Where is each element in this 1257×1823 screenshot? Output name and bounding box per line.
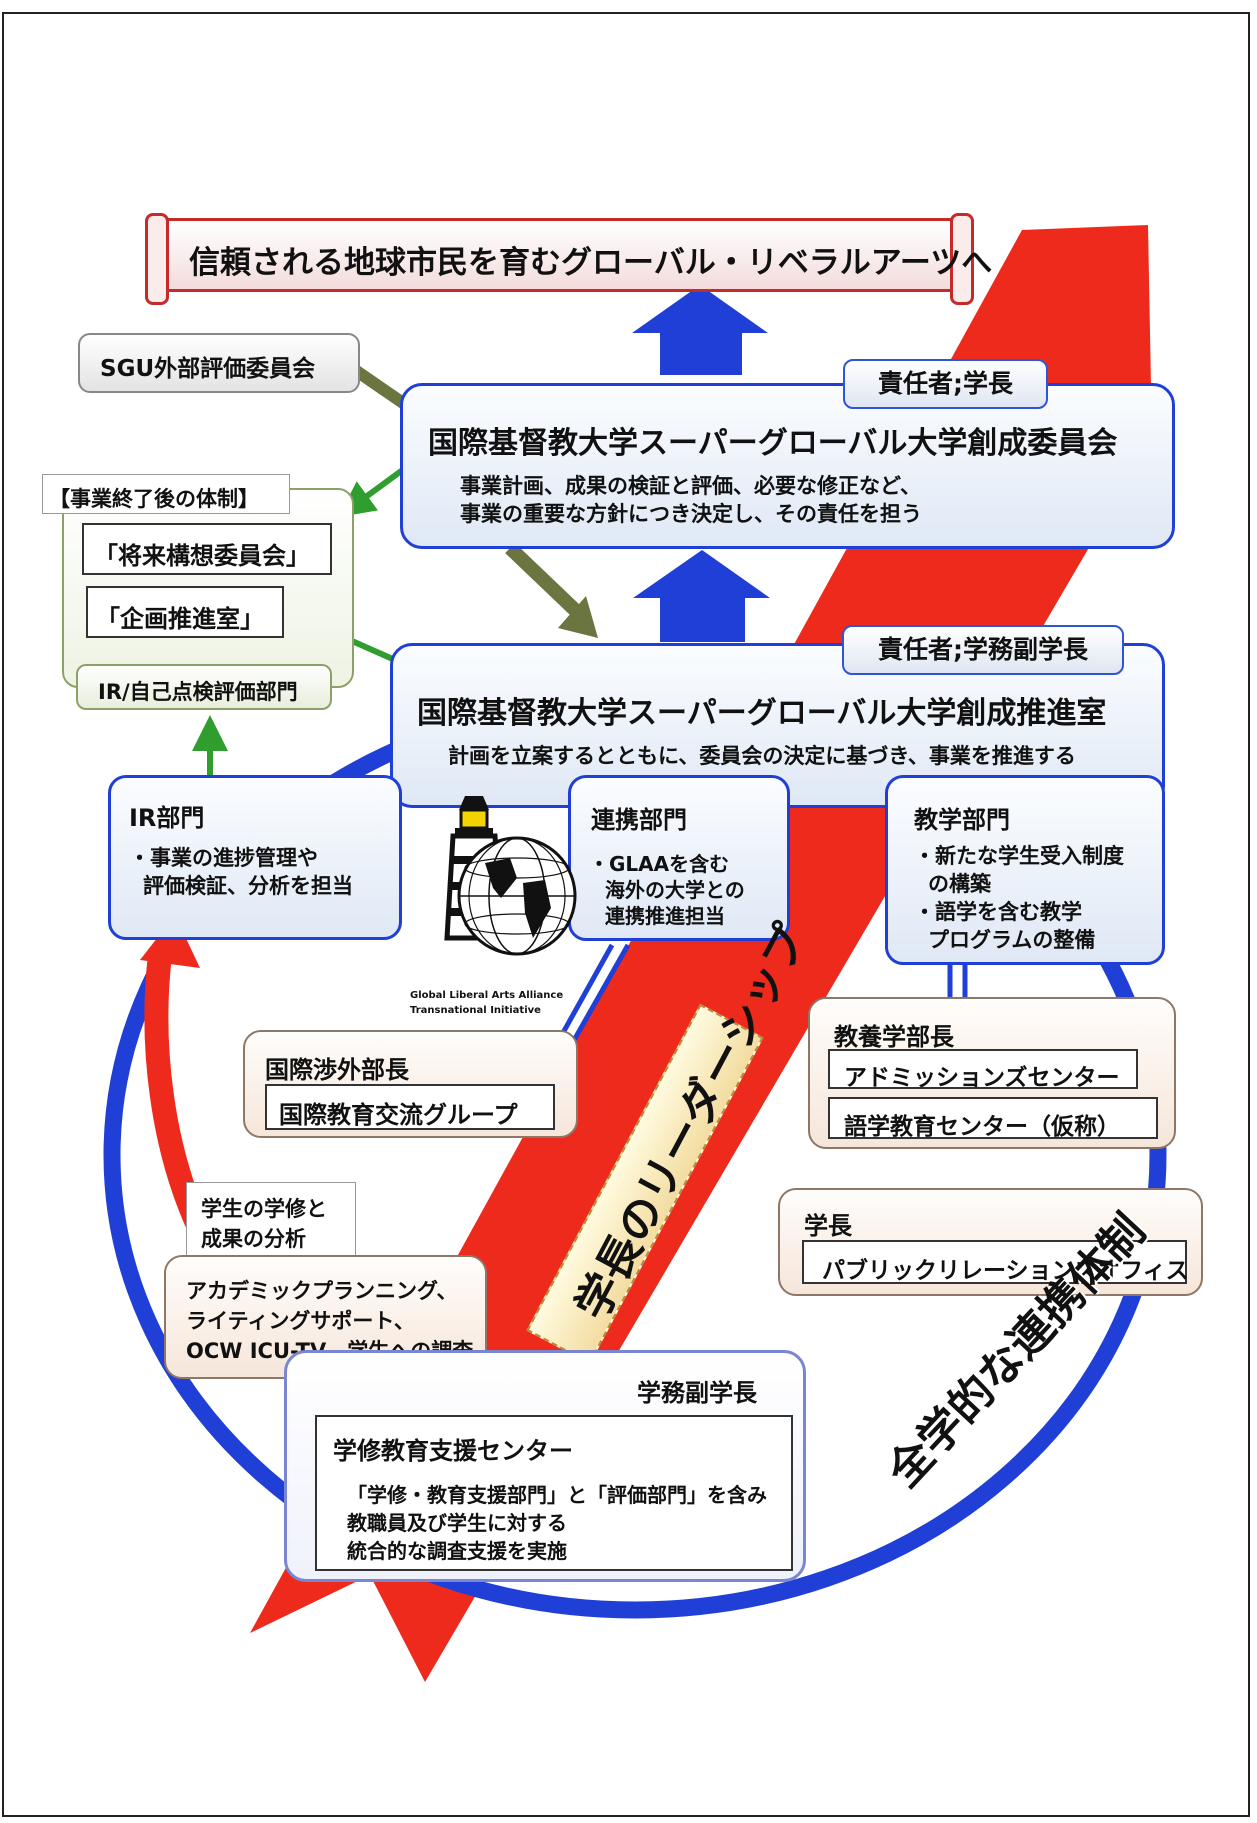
committee-desc2: 事業の重要な方針につき決定し、その責任を担う (460, 502, 922, 526)
admissions-center: アドミッションズセンター (828, 1049, 1138, 1091)
glaa-text2: Transnational Initiative (410, 1005, 541, 1016)
page-frame (2, 12, 1250, 1817)
glaa-logo (444, 796, 577, 956)
banner-text: 信頼される地球市民を育むグローバル・リベラルアーツへ (189, 245, 993, 281)
office-title: 国際基督教大学スーパーグローバル大学創成推進室 (417, 696, 1107, 731)
committee-desc1: 事業計画、成果の検証と評価、必要な修正など、 (460, 474, 921, 498)
intl-dean-title: 国際渉外部長 (265, 1056, 409, 1084)
up-arrow-top (632, 285, 768, 375)
president-title: 学長 (804, 1212, 852, 1240)
up-arrow-middle (633, 550, 770, 642)
committee-title: 国際基督教大学スーパーグローバル大学創成委員会 (428, 426, 1118, 461)
banner-scroll: 信頼される地球市民を育むグローバル・リベラルアーツへ (145, 213, 992, 305)
committee-responsible: 責任者;学長 (843, 359, 1048, 409)
sgu-committee-label: SGU外部評価委員会 (100, 356, 316, 382)
future-plan-committee: 「将来構想委員会」 (82, 523, 332, 575)
green-arrow-committee (338, 463, 410, 518)
vice-president-title: 学務副学長 (637, 1379, 757, 1407)
planning-office: 「企画推進室」 (86, 586, 284, 638)
committee-office-head (558, 596, 598, 638)
committee-box: 国際基督教大学スーパーグローバル大学創成委員会 事業計画、成果の検証と評価、必要… (400, 383, 1175, 549)
support-center-title: 学修教育支援センター (333, 1437, 573, 1465)
liberal-dean-box: 教養学部長 アドミッションズセンター 語学教育センター（仮称） (808, 997, 1176, 1149)
glaa-text1: Global Liberal Arts Alliance (410, 990, 564, 1001)
president-box: 学長 パブリックリレーションズオフィス (778, 1188, 1203, 1296)
intl-exchange-group: 国際教育交流グループ (265, 1084, 555, 1130)
feedback-arrow-head (140, 915, 200, 968)
vice-president-box: 学務副学長 学修教育支援センター 「学修・教育支援部門」と「評価部門」を含み 教… (284, 1350, 806, 1582)
pr-office: パブリックリレーションズオフィス (802, 1240, 1189, 1284)
liberal-dean-title: 教養学部長 (834, 1023, 954, 1051)
liaison-dept-title: 連携部門 (591, 806, 687, 834)
office-responsible: 責任者;学務副学長 (842, 625, 1124, 675)
teaching-dept-box: 教学部門 ・新たな学生受入制度 の構築 ・語学を含む教学 プログラムの整備 (885, 775, 1165, 965)
intl-dean-box: 国際渉外部長 国際教育交流グループ (243, 1030, 578, 1138)
ir-dept-title: IR部門 (129, 804, 205, 832)
liaison-dept-box: 連携部門 ・GLAAを含む 海外の大学との 連携推進担当 (568, 775, 790, 941)
teaching-dept-title: 教学部門 (914, 806, 1010, 834)
support-center-box: 学修教育支援センター 「学修・教育支援部門」と「評価部門」を含み 教職員及び学生… (315, 1415, 793, 1571)
ir-self-eval-box: IR/自己点検評価部門 (76, 664, 332, 710)
committee-office-connector (505, 542, 580, 616)
ir-dept-box: IR部門 ・事業の進捗管理や 評価検証、分析を担当 (108, 775, 402, 940)
sgu-committee-box: SGU外部評価委員会 (78, 333, 360, 393)
language-center: 語学教育センター（仮称） (828, 1097, 1158, 1140)
student-analysis-box: 学生の学修と 成果の分析 (186, 1182, 356, 1260)
post-project-header: 【事業終了後の体制】 (42, 474, 290, 514)
office-desc: 計画を立案するとともに、委員会の決定に基づき、事業を推進する (448, 744, 1076, 768)
